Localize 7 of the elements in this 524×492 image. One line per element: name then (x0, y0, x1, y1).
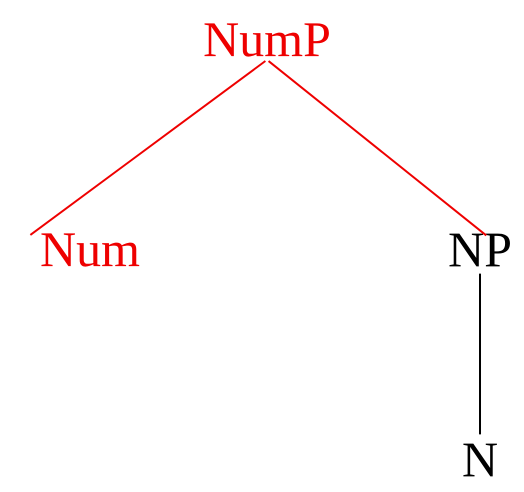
tree-branch (479, 274, 481, 434)
tree-label: NP (450, 234, 510, 266)
tree-label: NumP (204, 23, 329, 57)
tree-branch (268, 60, 487, 236)
tree-label: Num (41, 233, 140, 267)
tree-branch (30, 60, 266, 236)
tree-label: N (463, 444, 497, 476)
